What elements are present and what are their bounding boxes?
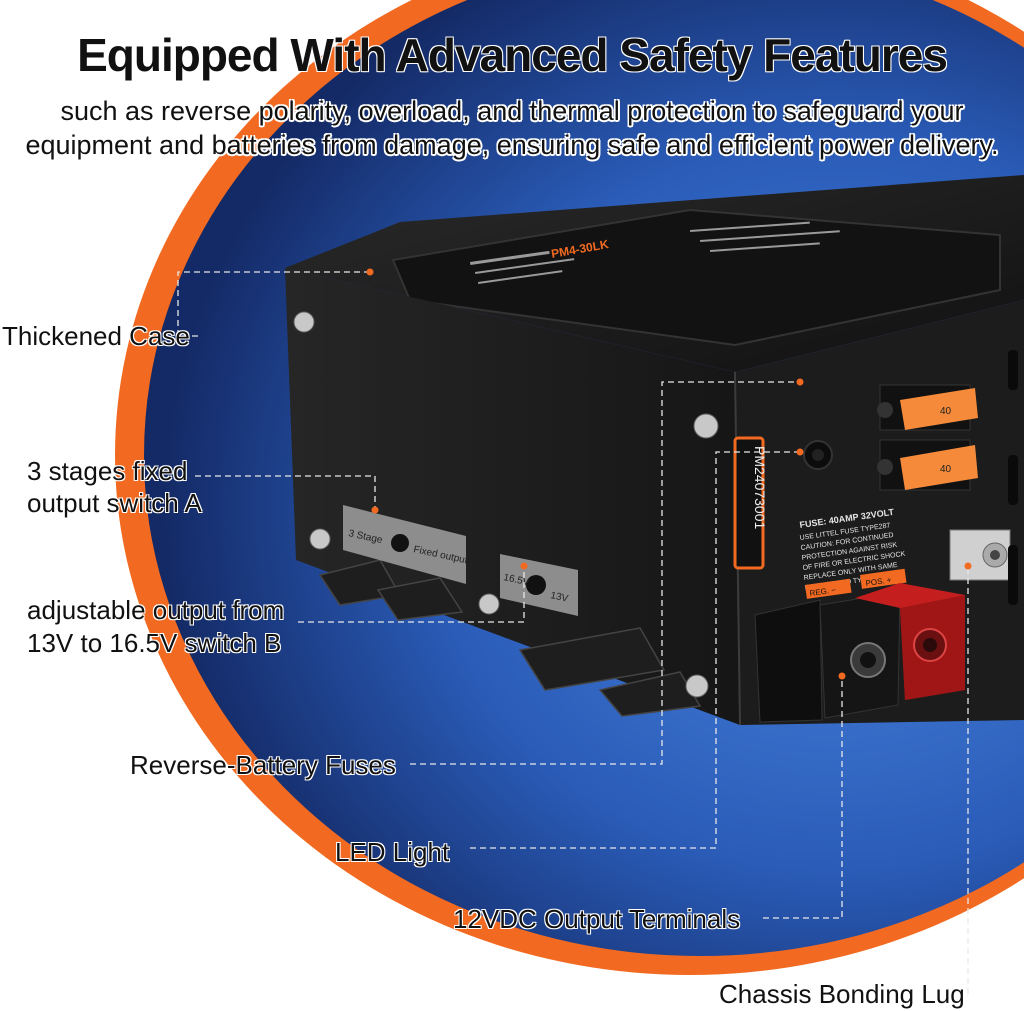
fuse-2: 40 [877,439,978,491]
callout-output-terminals: 12VDC Output Terminals [453,904,741,934]
serial-label [733,436,765,570]
callout-led-light: LED Light [335,837,450,867]
callout-switch-a-line-2: output switch A [27,488,202,518]
leader-switch-b [298,566,525,623]
top-label [470,221,840,284]
neg-marker [805,578,852,599]
pos-marker-text: POS. + [865,575,892,588]
callout-bonding-lug: Chassis Bonding Lug [719,979,965,1009]
serial-text: PM24073001 [752,446,768,530]
callout-reverse-fuses: Reverse-Battery Fuses [130,750,396,780]
terminal-housing [754,599,823,723]
callout-switch-b-line-1: adjustable output from [27,595,285,625]
callout-switch-b-line-2: 13V to 16.5V switch B [27,628,282,658]
switch-a-knob [391,534,409,552]
neg-marker-text: REG. − [809,585,837,598]
leader-led-light [470,451,800,849]
leader-output-terminals [763,676,843,919]
fuse-1-value: 40 [940,406,952,417]
leader-switch-a [195,475,376,510]
headline-text: Equipped With Advanced Safety Features [77,29,948,81]
subheadline-line-2: equipment and batteries from damage, ens… [25,130,999,160]
leader-thickened-case [177,271,370,337]
vents [1008,350,1018,605]
leader-reverse-fuses [410,381,800,765]
switch-b-knob [526,575,546,595]
subheadline-line-1: such as reverse polarity, overload, and … [60,96,964,126]
callout-leaders [177,271,969,994]
case-front [285,268,740,725]
headline: Equipped With Advanced Safety Features [0,28,1024,82]
pos-marker [860,568,907,589]
chassis-lug [949,529,1011,581]
callout-thickened-case: Thickened Case [2,321,190,351]
fuse-1: 40 [877,384,978,431]
mounting-feet [318,559,702,717]
switch-b-right-text: 13V [549,590,569,605]
callout-switch-a-line-1: 3 stages fixed [27,456,188,486]
callout-dots [366,268,972,680]
fuse-2-value: 40 [940,464,952,475]
